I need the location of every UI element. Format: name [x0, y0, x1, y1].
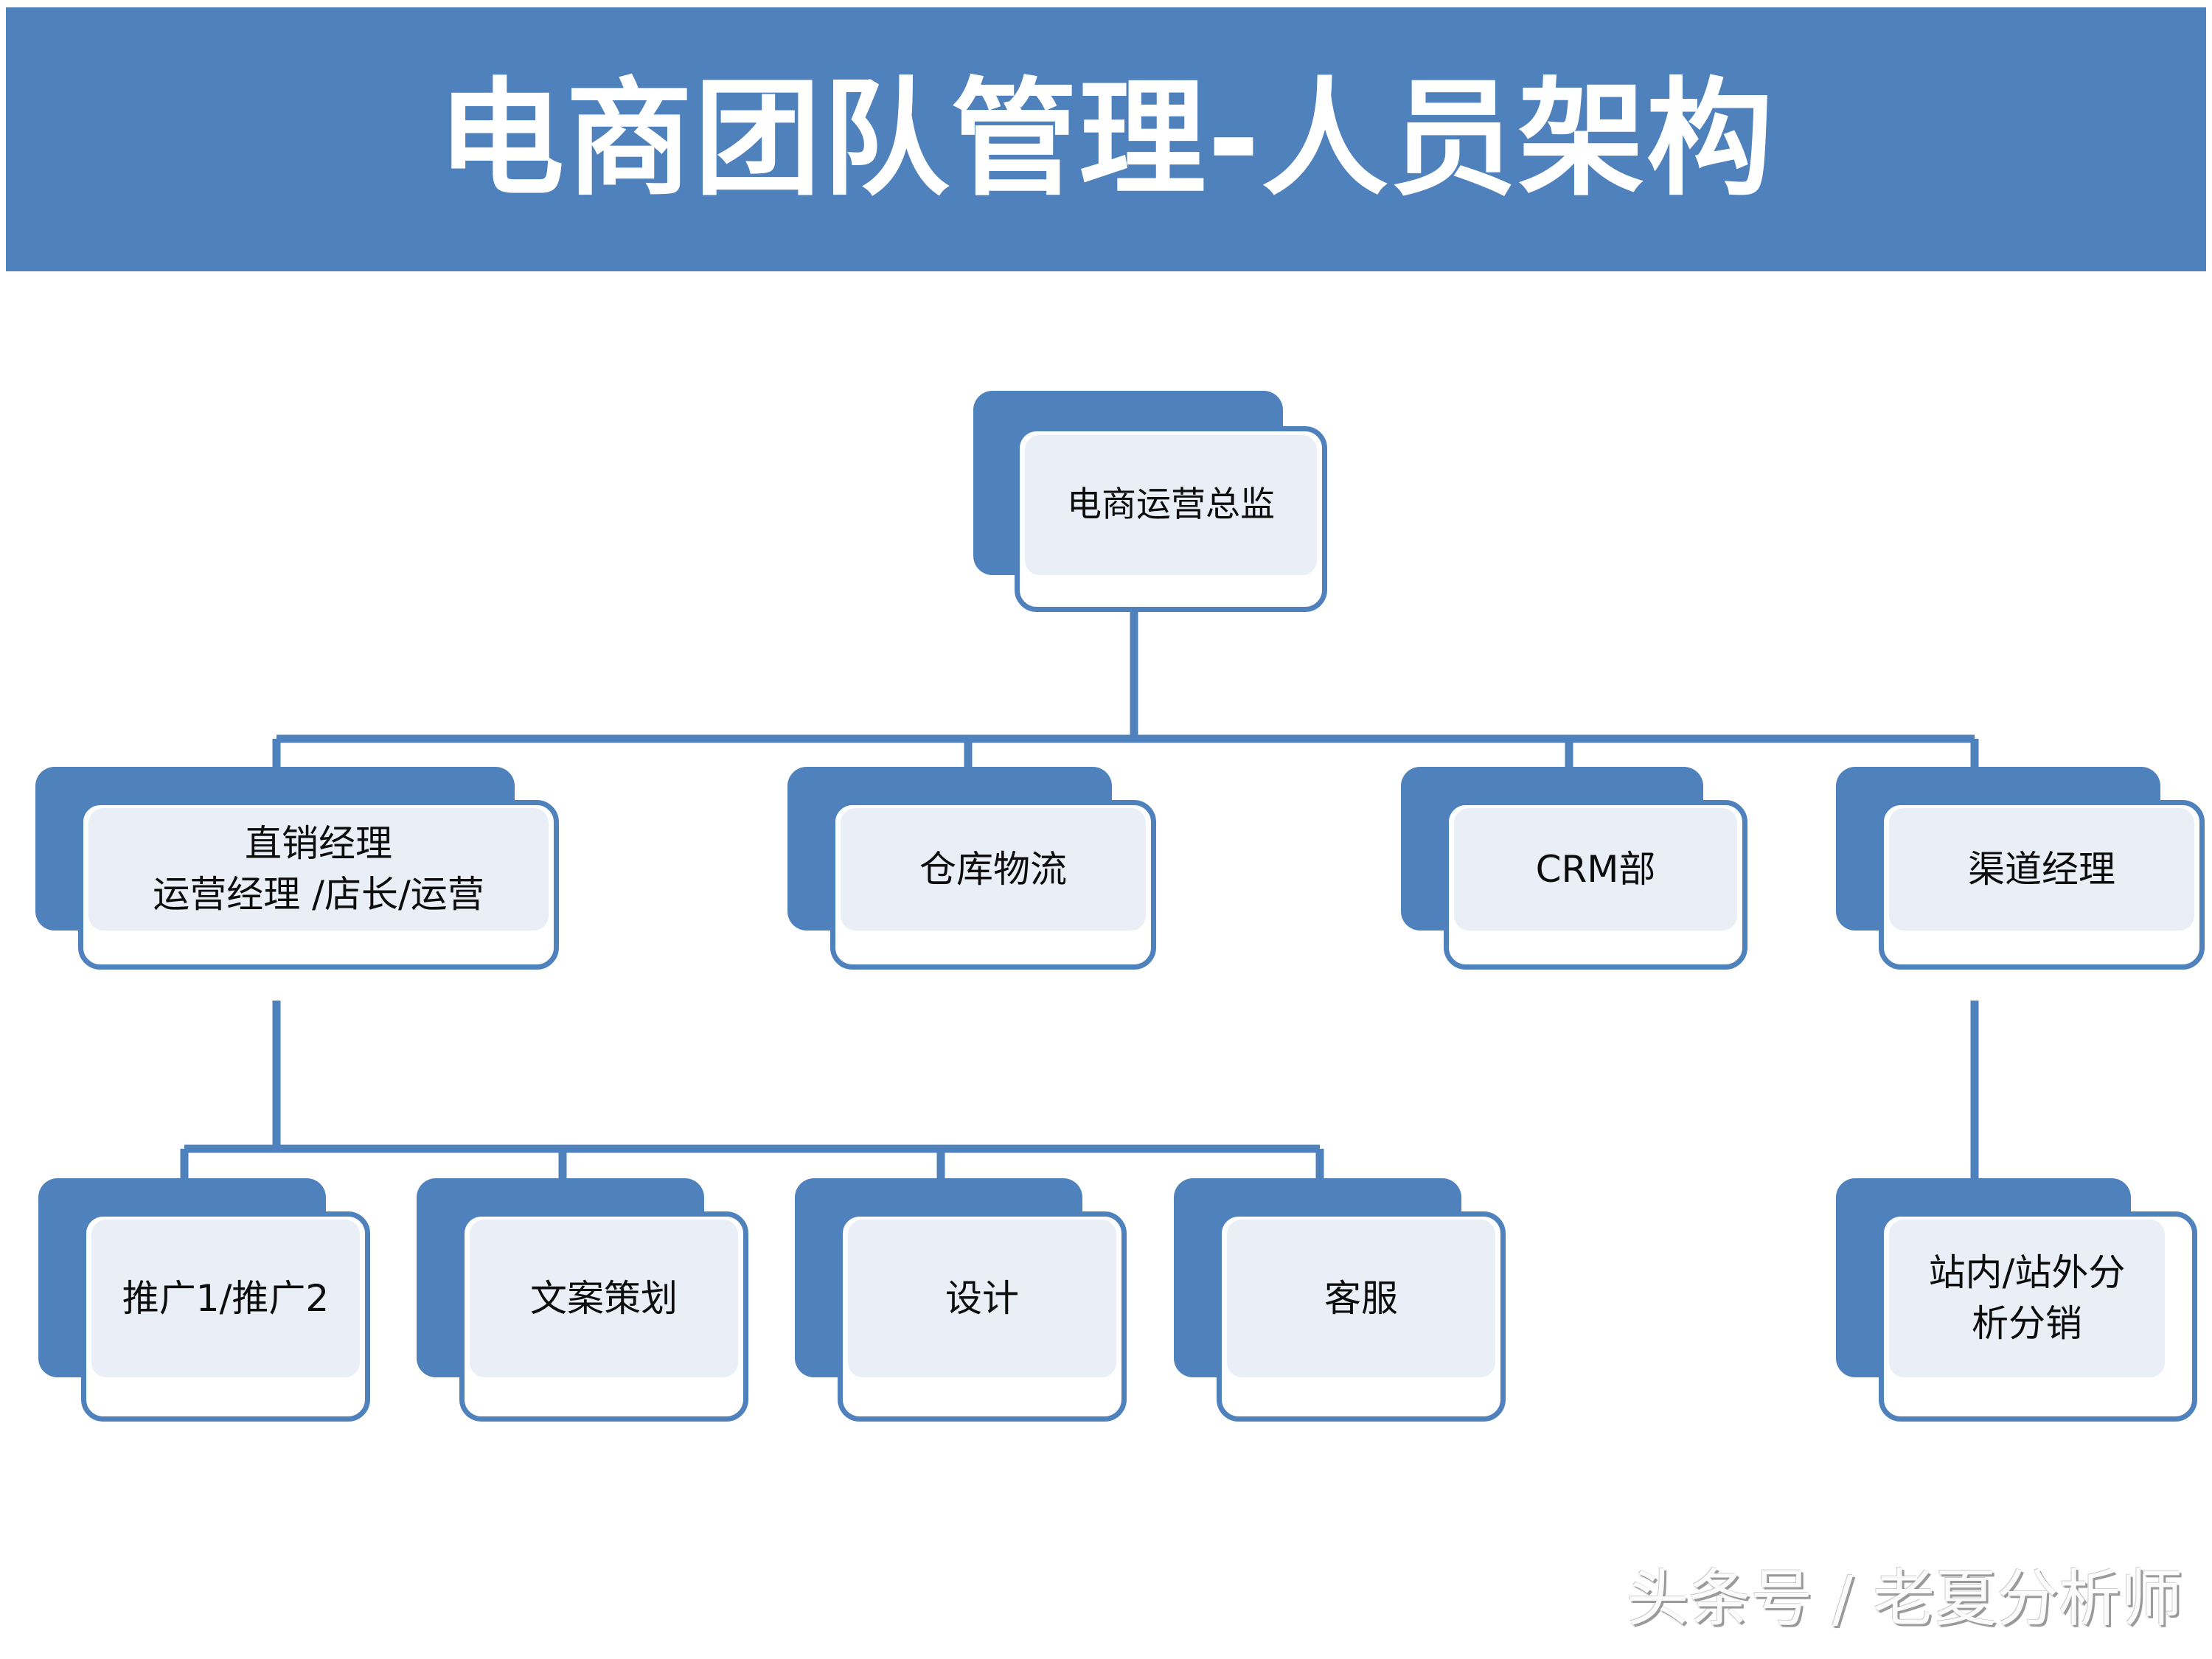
org-node-label: 电商运营总监 [1067, 484, 1275, 525]
node-panel: 电商运营总监 [1025, 435, 1317, 575]
org-node-copywriting[interactable]: 文案策划 [417, 1178, 748, 1422]
watermark-text: 头条号 / 老夏分析师 [1627, 1562, 2183, 1635]
org-node-label: 推广1/推广2 [122, 1276, 330, 1320]
org-node-label: 直销经理 运营经理 /店长/运营 [153, 822, 484, 916]
node-panel: 设计 [848, 1220, 1116, 1377]
org-node-label: 站内/站外分 析分销 [1928, 1251, 2126, 1345]
org-node-label: 设计 [945, 1276, 1019, 1320]
node-panel: 站内/站外分 析分销 [1889, 1220, 2165, 1377]
org-node-direct-sales-manager[interactable]: 直销经理 运营经理 /店长/运营 [35, 767, 559, 970]
org-node-root[interactable]: 电商运营总监 [973, 391, 1327, 612]
node-panel: 推广1/推广2 [91, 1220, 360, 1377]
node-panel: CRM部 [1454, 808, 1737, 931]
node-panel: 客服 [1227, 1220, 1495, 1377]
org-node-label: 渠道经理 [1968, 847, 2115, 891]
org-node-label: 仓库物流 [919, 847, 1067, 891]
org-node-customer-service[interactable]: 客服 [1174, 1178, 1506, 1422]
org-node-label: 客服 [1324, 1276, 1398, 1320]
node-panel: 直销经理 运营经理 /店长/运营 [88, 808, 549, 931]
node-panel: 渠道经理 [1889, 808, 2194, 931]
org-node-warehouse-logistics[interactable]: 仓库物流 [787, 767, 1156, 970]
org-node-label: 文案策划 [530, 1276, 678, 1320]
org-node-channel-manager[interactable]: 渠道经理 [1836, 767, 2205, 970]
node-panel: 仓库物流 [841, 808, 1146, 931]
org-node-label: CRM部 [1535, 847, 1656, 891]
org-node-crm-department[interactable]: CRM部 [1401, 767, 1747, 970]
node-panel: 文案策划 [470, 1220, 738, 1377]
title-banner: 电商团队管理-人员架构 [6, 7, 2206, 271]
org-node-promotion[interactable]: 推广1/推广2 [38, 1178, 370, 1422]
page-title: 电商团队管理-人员架构 [437, 65, 1775, 213]
org-node-onsite-offsite-analysis[interactable]: 站内/站外分 析分销 [1836, 1178, 2205, 1422]
org-node-design[interactable]: 设计 [795, 1178, 1127, 1422]
